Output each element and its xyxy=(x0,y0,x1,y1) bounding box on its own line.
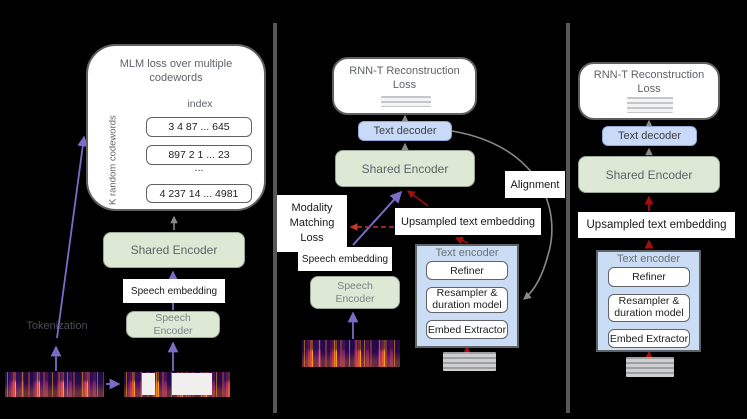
blurred-text-input-mid xyxy=(443,352,496,371)
speech-encoder-mid: Speech Encoder xyxy=(310,276,400,309)
panel-divider-2 xyxy=(566,23,570,413)
alignment-curve xyxy=(451,130,553,300)
shared-encoder-right: Shared Encoder xyxy=(578,156,720,193)
text-decoder-mid: Text decoder xyxy=(358,121,452,141)
upsampled-text-embedding-label-right: Upsampled text embedding xyxy=(578,212,735,238)
text-encoder-title-mid: Text encoder xyxy=(435,246,499,259)
mask-patch xyxy=(172,373,212,395)
speech-embedding-label-left: Speech embedding xyxy=(123,279,225,303)
tokenization-label: Tokenization xyxy=(26,320,88,332)
codeword-ellipsis: ... xyxy=(194,162,204,174)
refiner-mid: Refiner xyxy=(426,261,508,280)
shared-encoder-left: Shared Encoder xyxy=(103,232,245,268)
text-encoder-title-right: Text encoder xyxy=(617,252,680,265)
speech-embedding-label-mid: Speech embedding xyxy=(298,247,392,271)
arrow-textenc-to-upsampled-mid xyxy=(454,236,469,245)
resampler-duration-right: Resampler & duration model xyxy=(608,294,690,322)
modality-matching-loss-label: Modality Matching Loss xyxy=(277,195,347,252)
codeword-row: 4 237 14 ... 4981 xyxy=(146,184,252,203)
embed-extractor-right: Embed Extractor xyxy=(608,329,690,348)
mask-patch xyxy=(142,373,155,395)
k-random-codewords-label: K random codewords xyxy=(107,115,119,205)
index-label: index xyxy=(187,97,213,110)
speech-spectrogram xyxy=(5,372,104,397)
resampler-duration-mid: Resampler & duration model xyxy=(426,287,508,313)
blurred-text-input-right xyxy=(626,357,674,377)
arrow-speechemb-to-sharedenc-mid xyxy=(352,190,403,246)
refiner-right: Refiner xyxy=(608,267,690,287)
codeword-row: 3 4 87 ... 645 xyxy=(146,117,252,137)
panel-divider-1 xyxy=(273,23,277,413)
rnnt-loss-title-mid: RNN-T Reconstruction Loss xyxy=(349,64,460,91)
masked-speech-spectrogram xyxy=(124,372,230,397)
alignment-label: Alignment xyxy=(505,171,565,198)
embed-extractor-mid: Embed Extractor xyxy=(426,320,508,339)
shared-encoder-mid: Shared Encoder xyxy=(335,150,475,187)
text-decoder-right: Text decoder xyxy=(602,126,697,146)
upsampled-text-embedding-label-mid: Upsampled text embedding xyxy=(395,208,541,235)
rnnt-loss-title-right: RNN-T Reconstruction Loss xyxy=(593,68,705,95)
arrow-tokenization-to-mlmbox xyxy=(56,135,89,339)
arrow-upsampled-to-sharedenc-mid xyxy=(406,190,429,207)
mlm-loss-title: MLM loss over multiple codewords xyxy=(119,57,233,84)
blurred-transcript-image xyxy=(627,97,673,113)
codeword-row: 897 2 1 ... 23 xyxy=(146,145,252,165)
speech-encoder-left: Speech Encoder xyxy=(126,311,220,338)
blurred-transcript-image xyxy=(381,96,431,107)
speech-spectrogram-mid xyxy=(302,340,400,367)
